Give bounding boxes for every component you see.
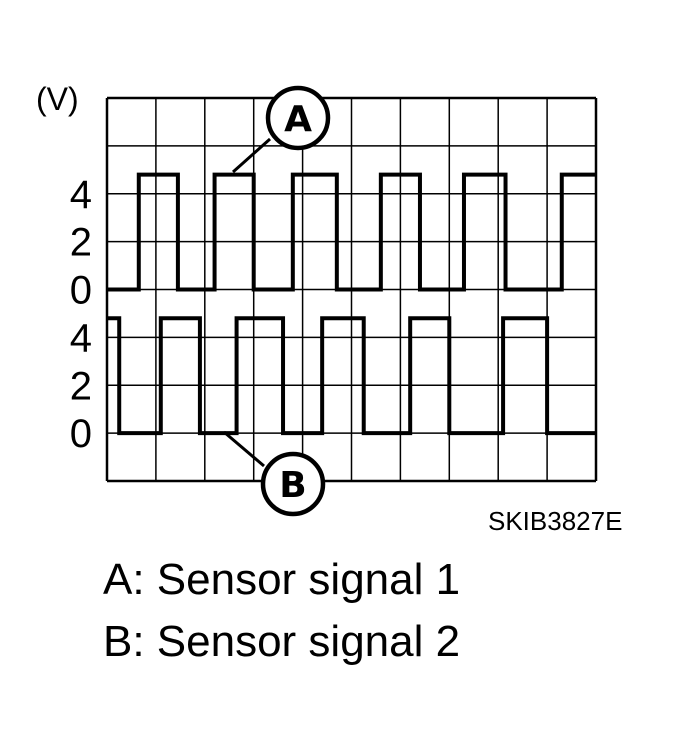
y-tick-label: 2 [70,364,92,408]
grid [105,96,598,483]
y-tick-label: 4 [70,316,92,360]
signal-trace-a [107,172,596,292]
y-tick-label: 0 [70,412,92,456]
y-tick-label: 2 [70,221,92,265]
marker-b-circle [260,451,326,517]
marker-b-label: B [279,465,306,506]
legend-item-a: A: Sensor signal 1 [103,555,461,604]
y-tick-label: 0 [70,269,92,313]
signal-traces [107,172,596,436]
legend-item-b: B: Sensor signal 2 [103,617,461,666]
figure-code: SKIB3827E [488,506,622,536]
marker-a-leader [232,137,271,174]
signal-trace-b [107,316,596,436]
marker-a-label: A [284,99,312,140]
marker-b-leader [223,430,265,468]
y-tick-label: 4 [70,173,92,217]
marker-a-circle [265,85,331,151]
signal-markers: AB [223,85,331,517]
y-unit-label: (V) [36,81,79,117]
